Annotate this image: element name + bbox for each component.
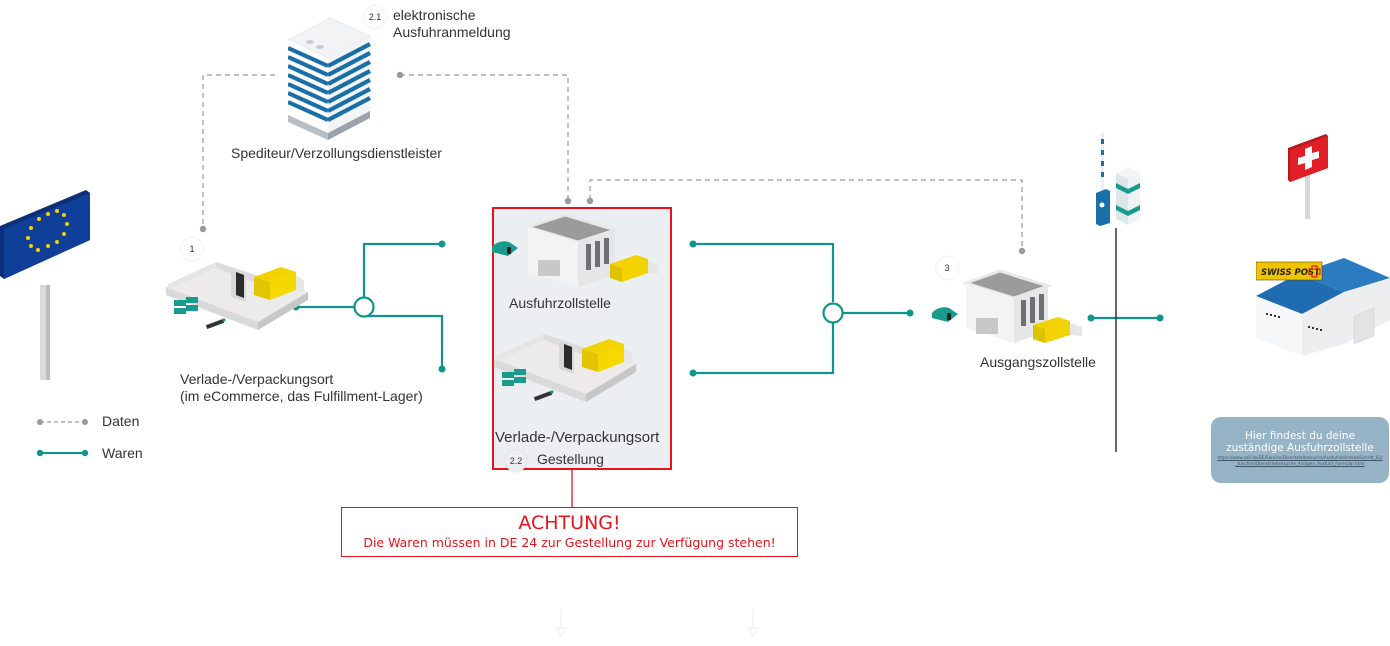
goods-line-split-down (364, 314, 444, 369)
step-badge-1: 1 (181, 238, 203, 260)
border-barrier-icon (1096, 133, 1140, 226)
customs-office-search-link[interactable]: https://www.zoll.de/DE/Service/Dienstste… (1217, 455, 1383, 466)
exit-office-label: Ausgangszollstelle (980, 354, 1096, 370)
export-office-label: Ausfuhrzollstelle (509, 295, 611, 311)
forwarder-label: Spediteur/Verzollungsdienstleister (231, 145, 442, 161)
legend-data-icon (37, 419, 88, 425)
step-badge-2-2: 2.2 (505, 450, 527, 472)
data-line-endpoints (199, 71, 1026, 255)
data-dot (564, 197, 572, 205)
loading-site-label-line2: (im eCommerce, das Fulfillment-Lager) (180, 388, 423, 404)
goods-line-top-to-merge (693, 242, 835, 302)
loading-site-2-label: Verlade-/Verpackungsort (495, 429, 660, 446)
data-line-export-office-to-exit-office (589, 179, 1023, 250)
eu-stars (26, 209, 69, 252)
loading-site-label-line1: Verlade-/Verpackungsort (180, 371, 334, 387)
info-title-line2: zuständige Ausfuhrzollstelle (1226, 442, 1374, 454)
data-lines (202, 74, 1023, 250)
data-line-forwarder-to-loading-site (202, 74, 275, 228)
warning-box: ACHTUNG! Die Waren müssen in DE 24 zur G… (341, 507, 798, 557)
warning-title: ACHTUNG! (518, 512, 621, 534)
goods-merge-node (822, 302, 844, 324)
legend-data-label: Daten (102, 413, 140, 429)
data-dot (396, 71, 404, 79)
swiss-post-building-icon: SWISS POST (1256, 258, 1390, 356)
legend-icons (36, 419, 89, 457)
info-title-line1: Hier findest du deine (1244, 430, 1356, 442)
goods-line-bottom-to-merge (693, 323, 835, 375)
swiss-post-sign-text: SWISS POST (1261, 268, 1321, 278)
goods-split-node (353, 296, 375, 318)
customs-office-icon (932, 269, 1082, 343)
step-badge-2-1: 2.1 (364, 6, 386, 28)
goods-lines (296, 242, 1160, 375)
step-badge-3: 3 (936, 257, 958, 279)
step-label-line1: elektronische (393, 7, 476, 23)
data-line-forwarder-to-export-office (400, 74, 569, 200)
step-label-line2: Ausfuhranmeldung (393, 24, 511, 40)
eu-flag-icon (0, 190, 90, 380)
data-dot (586, 197, 594, 205)
info-box[interactable]: Hier findest du deine zuständige Ausfuhr… (1211, 417, 1389, 483)
goods-line-split-up (362, 242, 442, 297)
legend-goods-label: Waren (102, 445, 143, 461)
data-dot (199, 225, 207, 233)
warehouse-icon (166, 262, 308, 330)
legend-goods-icon (36, 449, 89, 457)
swiss-flag-icon (1288, 134, 1328, 219)
gestellung-label: Gestellung (537, 451, 604, 467)
warning-text: Die Waren müssen in DE 24 zur Gestellung… (363, 535, 776, 550)
customs-office-icon (492, 213, 658, 287)
faint-arrows (556, 609, 758, 638)
warehouse-icon (494, 334, 636, 402)
data-dot (1018, 247, 1026, 255)
goods-line-endpoints (292, 240, 1164, 377)
office-building-icon (288, 18, 371, 140)
